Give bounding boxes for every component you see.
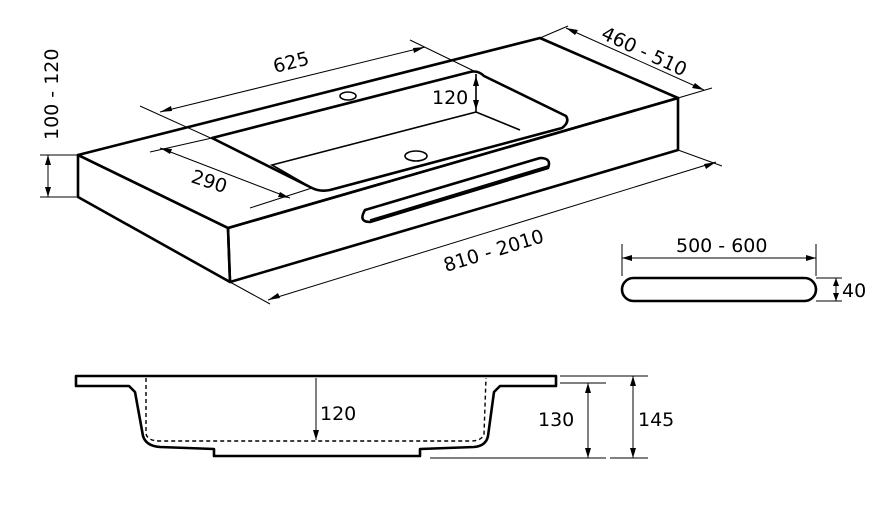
basin-rim: [210, 70, 569, 192]
dim-slab-height-label: 100 - 120: [41, 49, 63, 140]
dim-basin-length: [139, 39, 477, 141]
dim-basin-depth: [149, 137, 313, 209]
dim-basin-height-label: 120: [432, 87, 468, 109]
handle-length-label: 500 - 600: [676, 235, 767, 257]
isometric-view: 625 290 120 460 - 510: [40, 23, 723, 305]
dim-basin-length-label: 625: [271, 48, 312, 78]
dim-slab-height: [40, 154, 78, 198]
dim-basin-height: [473, 76, 479, 110]
section-total-height-label: 145: [638, 409, 674, 431]
dim-basin-depth-label: 290: [188, 166, 229, 198]
section-basin-depth-label: 120: [320, 403, 356, 425]
drain-hole: [404, 150, 428, 162]
handle-slot: [361, 156, 551, 224]
handle-slot-inner: [369, 165, 549, 221]
dim-overall-length: [229, 149, 723, 305]
dim-slab-depth-label: 460 - 510: [598, 23, 690, 82]
dim-slab-depth: [539, 25, 713, 99]
handle-height-label: 40: [842, 280, 866, 302]
section-bowl-height-label: 130: [538, 409, 574, 431]
tap-hole: [339, 91, 357, 101]
handle-profile: [620, 276, 818, 303]
section-outline: [74, 374, 558, 458]
section-view: [74, 374, 648, 459]
basin-inner-wall-right: [475, 111, 521, 131]
section-inner-dashed: [145, 377, 487, 442]
handle-detail: [620, 244, 842, 303]
dim-overall-length-label: 810 - 2010: [441, 225, 546, 276]
